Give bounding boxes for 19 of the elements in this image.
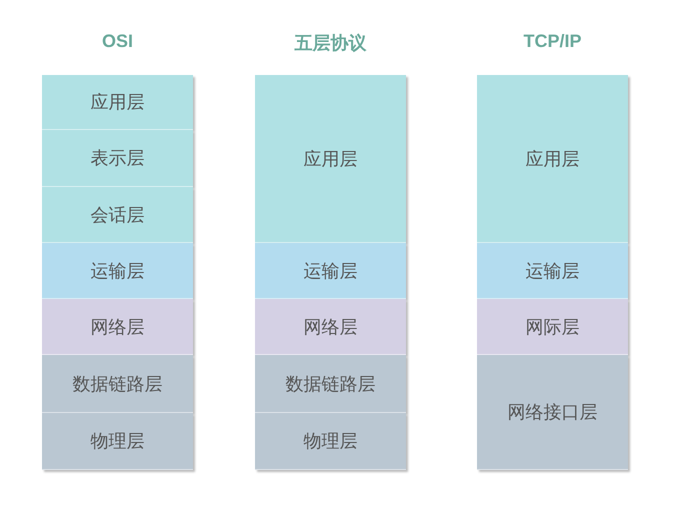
layer-box: 应用层 [255, 75, 406, 243]
layer-box: 数据链路层 [255, 355, 406, 413]
layer-box: 网络层 [42, 299, 193, 355]
layer-box: 会话层 [42, 187, 193, 243]
layer-box: 物理层 [255, 413, 406, 470]
layer-box: 应用层 [42, 75, 193, 130]
layer-box: 运输层 [42, 243, 193, 299]
layer-box: 网络接口层 [477, 355, 628, 470]
layer-box: 表示层 [42, 130, 193, 187]
column-heading: OSI [102, 31, 133, 52]
column-heading: 五层协议 [294, 32, 366, 55]
layer-box: 网络层 [255, 299, 406, 355]
layer-box: 网际层 [477, 299, 628, 355]
layer-box: 运输层 [255, 243, 406, 299]
layer-box: 数据链路层 [42, 355, 193, 413]
layer-box: 运输层 [477, 243, 628, 299]
column-heading: TCP/IP [524, 31, 582, 52]
layer-box: 物理层 [42, 413, 193, 470]
layer-box: 应用层 [477, 75, 628, 243]
